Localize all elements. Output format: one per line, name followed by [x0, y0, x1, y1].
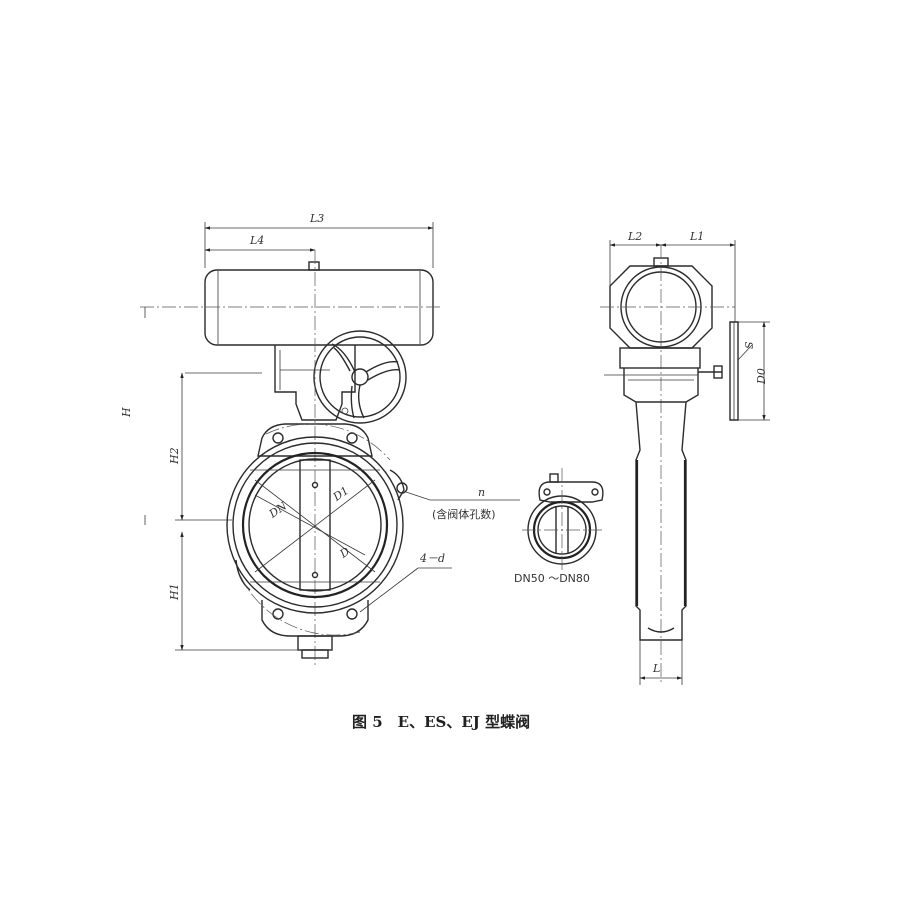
dim-L: L [652, 662, 660, 675]
dim-L4: L4 [249, 234, 264, 247]
dim-4d: 4－d [419, 552, 445, 565]
dim-D1: D1 [330, 484, 351, 504]
front-view: L3 L4 H H2 H1 DN D1 D n (含阀体孔数) 4－d [120, 212, 520, 665]
side-view: L2 L1 D0 S L [600, 230, 770, 685]
detail-label: DN50 ～DN80 [514, 572, 590, 585]
dim-H2: H2 [168, 447, 181, 465]
dim-D: D [337, 545, 353, 561]
dim-n: n [478, 486, 485, 499]
valve-disc [299, 459, 331, 591]
dim-D0: D0 [755, 368, 768, 385]
dim-n-note: (含阀体孔数) [432, 507, 496, 521]
dim-L2: L2 [627, 230, 642, 243]
dim-L1: L1 [689, 230, 704, 243]
dim-H1: H1 [168, 583, 181, 601]
valve-body-outer [226, 436, 404, 614]
actuator-housing [204, 269, 434, 346]
figure-caption: 图 5 E、ES、EJ 型蝶阀 [352, 713, 530, 731]
handwheel [313, 330, 407, 424]
dim-L3: L3 [309, 212, 324, 225]
dim-H: H [120, 407, 133, 418]
detail-view: DN50 ～DN80 [514, 468, 604, 585]
dim-S: S [743, 341, 756, 349]
